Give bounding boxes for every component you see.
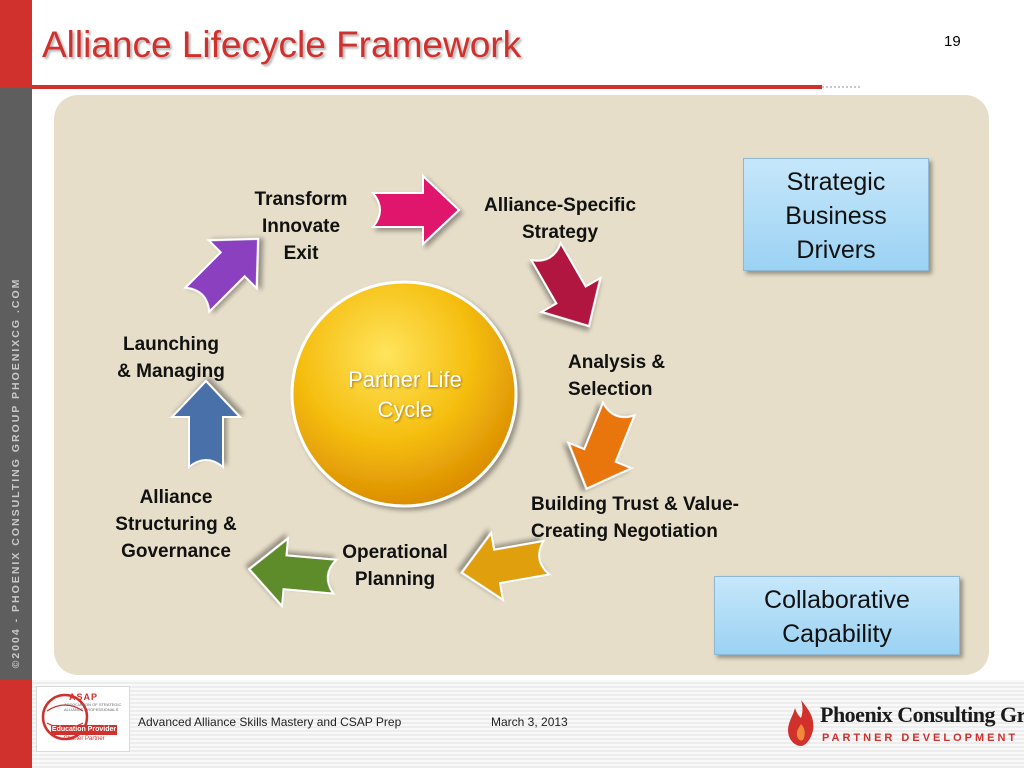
- stage-launching-managing: Launching & Managing: [100, 331, 242, 385]
- callout-collaborative-line-1: Collaborative: [764, 586, 910, 614]
- asap-tagline: ASSOCIATION OF STRATEGIC ALLIANCE PROFES…: [64, 702, 122, 712]
- callout-strategic-line-1: Strategic: [786, 168, 886, 196]
- stage-4-line-2: Creating Negotiation: [531, 521, 718, 542]
- phoenix-logo-name: Phoenix Consulting Group: [820, 702, 1024, 727]
- stage-6-line-3: Governance: [121, 541, 231, 562]
- footer-red-strip: [0, 680, 32, 768]
- callout-strategic-business-drivers: Strategic Business Drivers: [743, 158, 929, 271]
- footer-date: March 3, 2013: [491, 715, 568, 729]
- stage-4-line-1: Building Trust & Value-: [531, 494, 739, 515]
- slide-title: Alliance Lifecycle Framework: [42, 24, 522, 65]
- phoenix-flame-icon: [788, 700, 814, 746]
- stage-5-line-1: Operational: [342, 542, 448, 563]
- arrow-trust-to-operational: [460, 530, 552, 602]
- center-label-line-2: Cycle: [377, 397, 433, 422]
- stage-3-line-1: Analysis &: [568, 352, 666, 373]
- arrow-analysis-to-trust: [566, 400, 637, 491]
- center-circle: [290, 280, 518, 508]
- center-label: Partner Life Cycle: [300, 365, 510, 425]
- stage-1-line-2: Innovate: [261, 216, 341, 237]
- stage-1-line-3: Exit: [283, 243, 319, 264]
- arrow-transform-to-strategy: [370, 173, 461, 247]
- stage-5-line-2: Planning: [354, 569, 436, 590]
- stage-alliance-specific-strategy: Alliance-Specific Strategy: [462, 192, 658, 246]
- arrow-structuring-to-launching: [169, 379, 243, 470]
- callout-collaborative-capability: Collaborative Capability: [714, 576, 960, 655]
- stage-analysis-selection: Analysis & Selection: [568, 349, 665, 403]
- phoenix-logo: Phoenix Consulting Group PARTNER DEVELOP…: [783, 698, 1024, 750]
- left-sidebar: ©2004 - PHOENIX CONSULTING GROUP PHOENIX…: [0, 88, 32, 680]
- stage-7-line-1: Launching: [122, 334, 220, 355]
- stage-2-line-2: Strategy: [521, 222, 599, 243]
- stage-3-line-2: Selection: [568, 379, 653, 400]
- stage-operational-planning: Operational Planning: [327, 539, 463, 593]
- arrow-strategy-to-analysis: [529, 240, 602, 328]
- arrow-launching-to-transform: [183, 237, 260, 314]
- page-number: 19: [944, 33, 961, 50]
- title-underline-dots: [822, 86, 860, 88]
- stage-transform-innovate-exit: Transform Innovate Exit: [238, 186, 364, 267]
- red-corner-tab: [0, 0, 32, 88]
- footer-bar: [0, 680, 1024, 768]
- center-label-line-1: Partner Life: [348, 367, 462, 392]
- callout-collaborative-line-2: Capability: [782, 620, 892, 648]
- title-underline: [32, 85, 822, 89]
- callout-strategic-line-2: Business: [785, 202, 887, 230]
- stage-alliance-structuring-governance: Alliance Structuring & Governance: [96, 484, 256, 565]
- footer-course-title: Advanced Alliance Skills Mastery and CSA…: [138, 715, 402, 729]
- stage-7-line-2: & Managing: [117, 361, 225, 382]
- stage-6-line-2: Structuring &: [115, 514, 237, 535]
- stage-2-line-1: Alliance-Specific: [483, 195, 637, 216]
- asap-badge: Education Provider: [51, 725, 117, 735]
- asap-logo: ASAP ASSOCIATION OF STRATEGIC ALLIANCE P…: [36, 686, 130, 752]
- asap-name: ASAP: [69, 692, 99, 702]
- stage-6-line-1: Alliance: [139, 487, 213, 508]
- stage-building-trust-negotiation: Building Trust & Value- Creating Negotia…: [531, 491, 739, 545]
- asap-badge-sub: Charter Partner: [63, 736, 105, 742]
- phoenix-logo-subtitle: PARTNER DEVELOPMENT: [822, 732, 1019, 744]
- callout-strategic-line-3: Drivers: [796, 236, 876, 264]
- stage-1-line-1: Transform: [254, 189, 348, 210]
- arrow-operational-to-structuring: [247, 536, 339, 609]
